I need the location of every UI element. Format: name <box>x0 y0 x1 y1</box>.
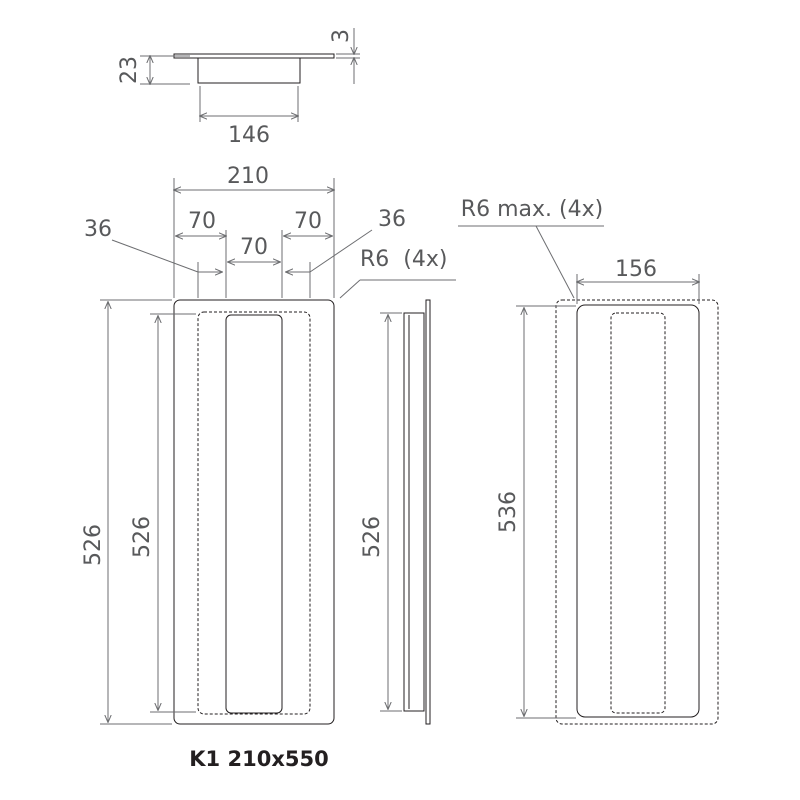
dim-top-height: 23 <box>117 56 142 84</box>
top-view: 23 3 146 <box>117 28 360 148</box>
dim-center-spacing: 70 <box>240 235 268 260</box>
dim-cutout-height: 536 <box>496 491 521 533</box>
dim-side-height: 526 <box>360 516 385 558</box>
front-handle <box>225 314 283 714</box>
dim-top-width: 146 <box>228 123 270 148</box>
cutout-view: 156 R6 max. (4x) 536 <box>458 197 719 725</box>
model-label: K1 210x550 <box>189 747 328 771</box>
dim-left-spacing: 70 <box>188 209 216 234</box>
front-dashed <box>197 311 311 715</box>
side-view: 526 <box>360 299 431 725</box>
dim-right-spacing: 70 <box>294 209 322 234</box>
top-body <box>197 57 301 84</box>
dim-edge-left: 36 <box>84 217 112 242</box>
cutout-outline <box>555 299 719 725</box>
dim-top-thickness: 3 <box>329 29 354 43</box>
dim-front-inner-height: 526 <box>130 516 155 558</box>
dim-corner-radius: R6 (4x) <box>360 247 447 272</box>
front-outer <box>173 299 335 725</box>
dim-cutout-radius: R6 max. (4x) <box>461 197 603 222</box>
side-body <box>403 312 425 712</box>
top-flange <box>173 53 335 59</box>
cutout-handle-dashed <box>610 312 666 714</box>
dim-cutout-width: 156 <box>615 257 657 282</box>
dim-overall-width: 210 <box>227 164 269 189</box>
dim-edge-right: 36 <box>378 207 406 232</box>
front-view: 210 70 70 70 36 36 R6 (4x) 526 526 K1 <box>81 164 456 771</box>
dim-front-outer-height: 526 <box>81 524 106 566</box>
side-flange <box>425 299 431 725</box>
cutout-recess <box>576 304 700 718</box>
